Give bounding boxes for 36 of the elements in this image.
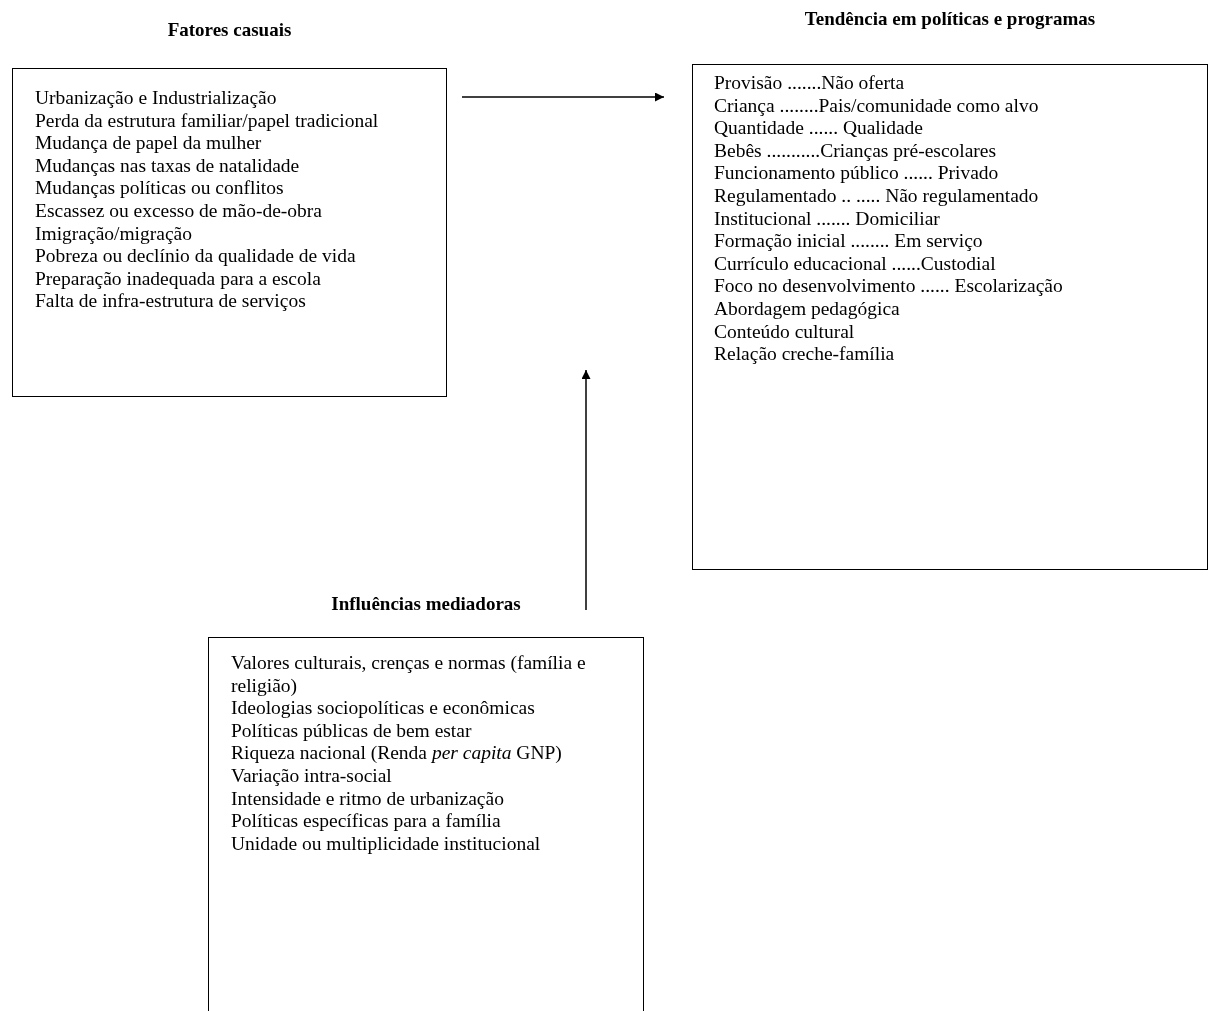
list-item: Foco no desenvolvimento ...... Escolarização [714,275,1064,298]
list-item: Institucional ....... Domiciliar [714,207,941,231]
list-item: Mudanças políticas ou conflitos [35,177,285,200]
list-item: Variação intra-social [231,764,393,788]
list-item: Falta de infra-estrutura de serviços [35,290,307,313]
list-item: Urbanização e Industrialização [35,87,278,110]
list-item: Criança ........Pais/comunidade como alvo [714,94,1040,118]
list-item: Quantidade ...... Qualidade [714,117,924,140]
list-item: Regulamentado .. ..... Não regulamentado [714,184,1040,208]
list-item: Funcionamento público ...... Privado [714,162,1000,185]
list-item: Ideologias sociopolíticas e econômicas [231,697,536,720]
list-item: Relação creche-família [714,343,896,366]
list-item: Provisão .......Não oferta [714,72,906,95]
list-item: Intensidade e ritmo de urbanização [231,787,505,811]
arrow [461,92,665,102]
list-item: Currículo educacional ......Custodial [714,252,997,276]
heading: Influências mediadoras [330,593,522,615]
list-item: Perda da estrutura familiar/papel tradicional [35,109,380,133]
list-item: Imigração/migração [35,222,193,246]
arrow [581,369,591,611]
list-item: Formação inicial ........ Em serviço [714,230,984,253]
list-item: Mudanças nas taxas de natalidade [35,154,301,178]
list-item: Riqueza nacional (Renda per capita GNP) [231,742,563,765]
list-item: Políticas específicas para a família [231,810,502,833]
heading: Fatores casuais [166,19,293,41]
list-item: Valores culturais, crenças e normas (família e religião) [231,652,587,698]
list-item: Preparação inadequada para a escola [35,267,322,291]
list-item: Escassez ou excesso de mão-de-obra [35,199,323,223]
heading: Tendência em políticas e programas [803,8,1097,30]
list-item: Unidade ou multiplicidade institucional [231,832,542,856]
list-item: Bebês ...........Crianças pré-escolares [714,139,998,163]
list-item: Mudança de papel da mulher [35,132,263,155]
list-item: Políticas públicas de bem estar [231,719,473,743]
list-item: Abordagem pedagógica [714,297,901,321]
list-item: Conteúdo cultural [714,320,856,344]
list-item: Pobreza ou declínio da qualidade de vida [35,245,357,268]
